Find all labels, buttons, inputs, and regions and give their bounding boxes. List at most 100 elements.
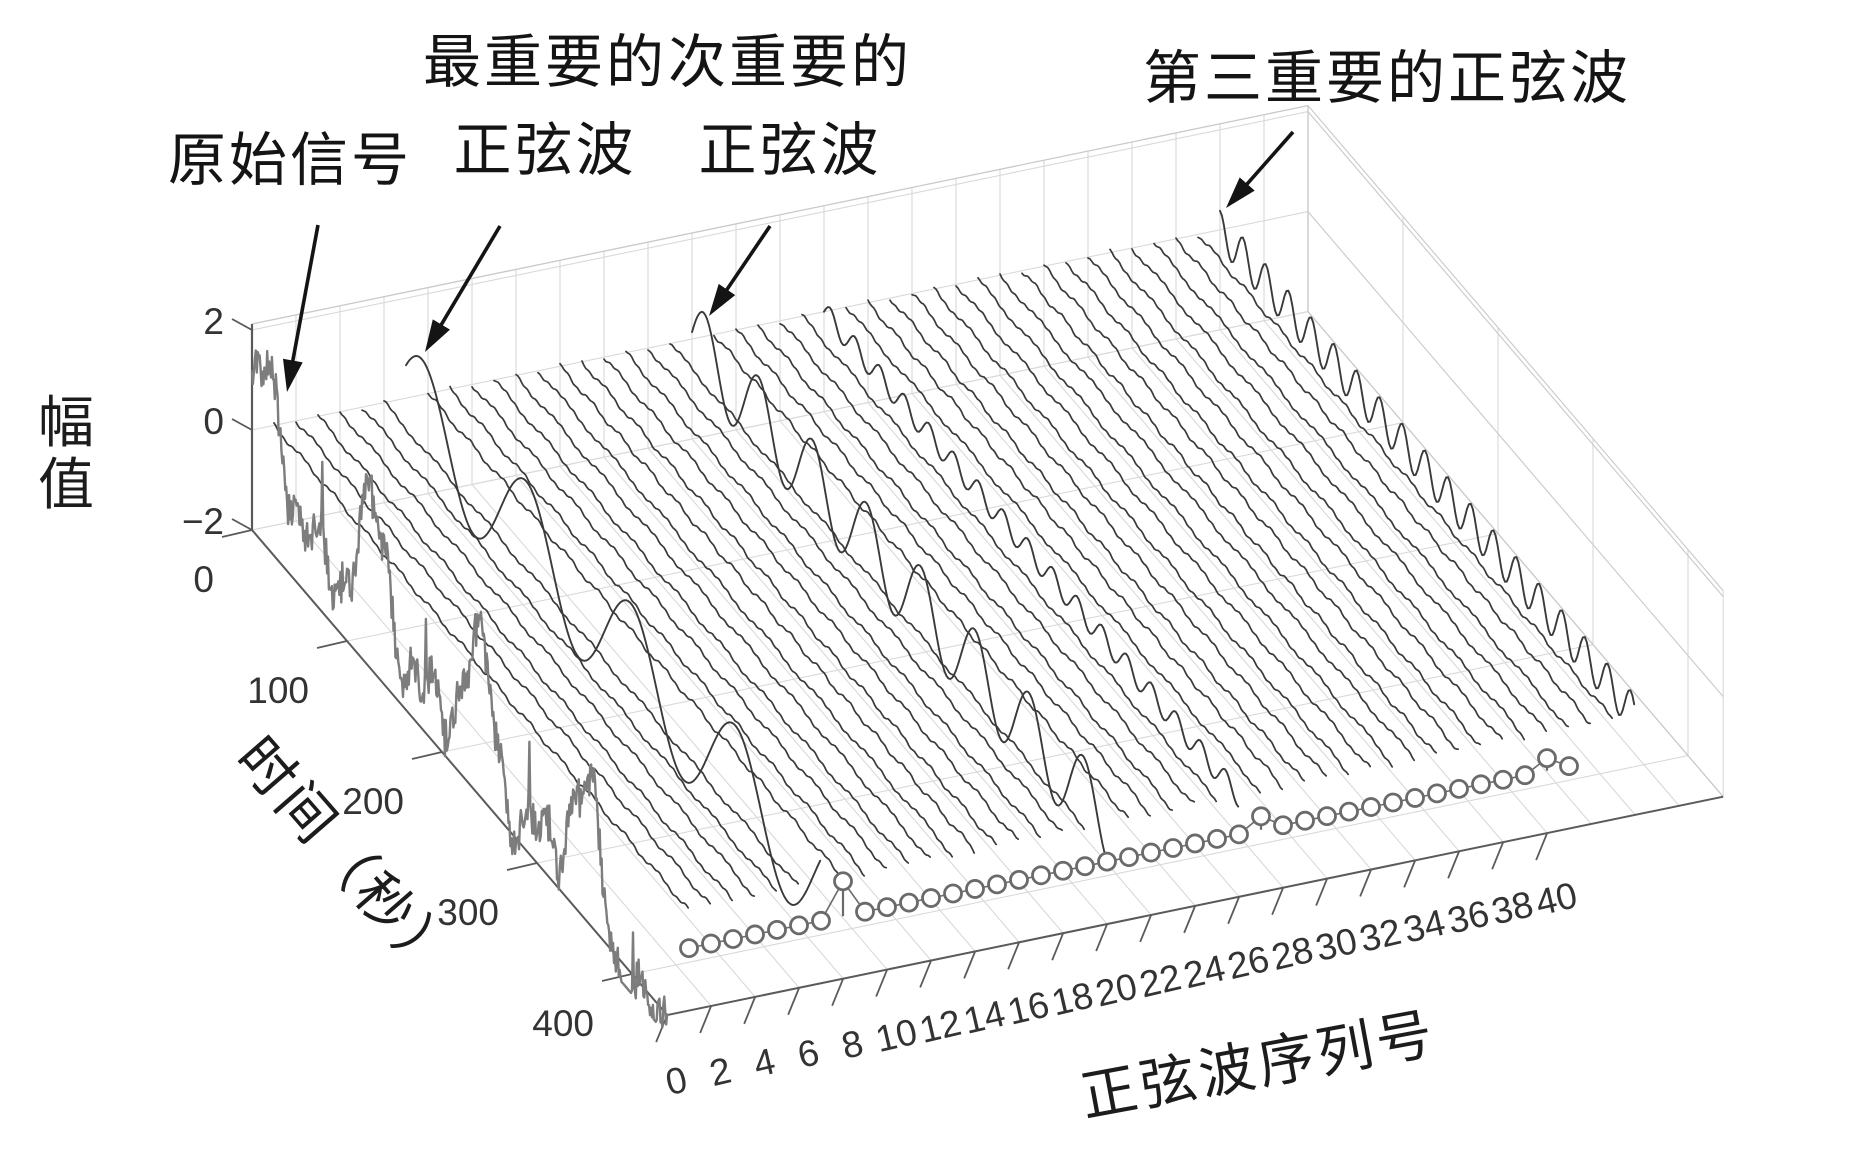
stem-marker-circle — [1295, 810, 1315, 831]
flat-sine-wave — [471, 386, 888, 869]
time-tick-label: 200 — [342, 781, 404, 822]
z-tick — [231, 518, 253, 531]
flat-sine-wave — [581, 360, 998, 846]
floor-gridline-i — [339, 511, 756, 998]
stem-marker-circle — [1383, 792, 1403, 813]
floor-gridline-i — [867, 402, 1284, 889]
floor-gridline-t — [441, 533, 1499, 753]
stem-marker-circle — [855, 901, 875, 922]
z-axis-title: 值 — [38, 455, 94, 517]
index-tick — [1403, 860, 1416, 888]
stem-marker-circle — [811, 910, 831, 931]
annotation-arrow-head — [709, 283, 736, 316]
flat-sine-wave — [955, 285, 1372, 768]
flat-sine-wave — [559, 362, 976, 854]
annotation-label-2: 正弦波 — [698, 118, 881, 183]
index-tick-label: 14 — [960, 993, 1009, 1042]
floor-gridline-i — [515, 475, 932, 961]
stem-marker-circle — [1449, 778, 1469, 799]
stem-marker-circle — [1141, 842, 1161, 863]
floor-gridline-i — [1219, 329, 1636, 816]
floor-gridline-i — [383, 502, 800, 989]
floor-gridline-t — [631, 755, 1689, 975]
index-tick-label: 22 — [1136, 956, 1185, 1005]
flat-sine-wave — [933, 286, 1350, 776]
flat-sine-wave — [339, 411, 756, 897]
index-tick — [1447, 850, 1460, 879]
stem-marker-circle — [1515, 765, 1535, 786]
floor-gridline-i — [471, 484, 888, 970]
floor-gridline-i — [427, 493, 844, 980]
annotation-arrow-shaft — [436, 225, 502, 331]
time-tick-label: 100 — [247, 670, 309, 711]
stem-marker-circle — [701, 933, 721, 954]
annotation-arrow-shaft — [722, 224, 772, 296]
z-axis-title: 幅 — [38, 393, 94, 455]
flat-sine-wave — [1197, 236, 1614, 720]
annotation-arrow-head — [283, 358, 303, 392]
flat-sine-wave — [735, 328, 1152, 817]
z-tick — [231, 418, 253, 431]
floor-gridline-i — [1175, 338, 1592, 825]
index-tick-label: 4 — [750, 1040, 779, 1085]
annotation-label-1: 最重要的 — [423, 30, 667, 95]
floor-gridline-i — [955, 384, 1372, 870]
time-tick — [601, 973, 633, 982]
flat-sine-wave — [361, 409, 778, 892]
time-tick — [316, 640, 348, 649]
index-tick-label: 10 — [872, 1011, 921, 1060]
flat-sine-wave — [1109, 248, 1526, 741]
index-tick-label: 26 — [1224, 938, 1273, 987]
index-tick — [1095, 923, 1108, 952]
stem-marker-circle — [1185, 833, 1205, 854]
index-tick — [831, 978, 844, 1007]
flat-sine-wave — [493, 379, 910, 864]
index-tick-label: 12 — [916, 1002, 965, 1051]
flat-sine-wave — [779, 323, 1196, 803]
floor-gridline-i — [1131, 347, 1548, 834]
floor-gridline-t — [536, 644, 1594, 864]
floor-gridline-i — [1087, 356, 1504, 843]
flat-sine-wave — [889, 299, 1306, 782]
index-tick-label: 38 — [1488, 883, 1537, 932]
flat-sine-wave — [449, 385, 866, 877]
bwall-gridline-z — [251, 111, 1309, 331]
floor-gridline-i — [1043, 365, 1460, 852]
time-axis-title: 时间（秒） — [224, 727, 468, 994]
stem-marker-circle — [1559, 756, 1579, 776]
time-tick-label: 400 — [532, 1003, 594, 1044]
right-wall-grid — [1307, 105, 1724, 798]
index-tick-label: 28 — [1268, 929, 1317, 978]
time-tick — [221, 529, 253, 538]
index-tick — [1491, 841, 1504, 870]
index-tick-label: 34 — [1400, 902, 1449, 951]
stem-marker-circle — [1427, 783, 1447, 804]
index-tick — [1227, 896, 1240, 925]
flat-sine-wave — [713, 334, 1130, 819]
annotation-label-3: 第三重要的正弦波 — [1143, 46, 1631, 111]
stem-marker-circle — [1097, 851, 1117, 872]
floor-gridline-i — [559, 465, 976, 952]
index-tick — [743, 996, 756, 1025]
stem-marker-circle — [745, 924, 765, 945]
stem-marker-circle — [987, 874, 1007, 895]
flat-sine-wave — [977, 276, 1394, 768]
stem-marker-circle — [921, 888, 941, 908]
flat-sine-wave — [867, 299, 1284, 791]
index-tick-label: 2 — [706, 1050, 735, 1095]
index-tick-label: 0 — [662, 1059, 691, 1104]
floor-gridline-i — [911, 393, 1328, 879]
stem-marker-circle — [1537, 748, 1557, 769]
stem-marker-circle — [767, 920, 787, 940]
stem-marker-circle — [1273, 815, 1293, 836]
stem-marker-circle — [1471, 774, 1491, 795]
index-tick-label: 18 — [1048, 974, 1097, 1023]
index-tick — [1535, 832, 1548, 861]
flat-sine-wave — [669, 343, 1086, 831]
index-axis-title: 正弦波序列号 — [1076, 1003, 1441, 1130]
stem-marker-circle — [833, 871, 853, 892]
index-tick-label: 30 — [1312, 920, 1361, 969]
index-tick — [1359, 869, 1372, 897]
flat-sine-wave — [295, 421, 712, 905]
flat-sine-wave — [647, 349, 1064, 832]
